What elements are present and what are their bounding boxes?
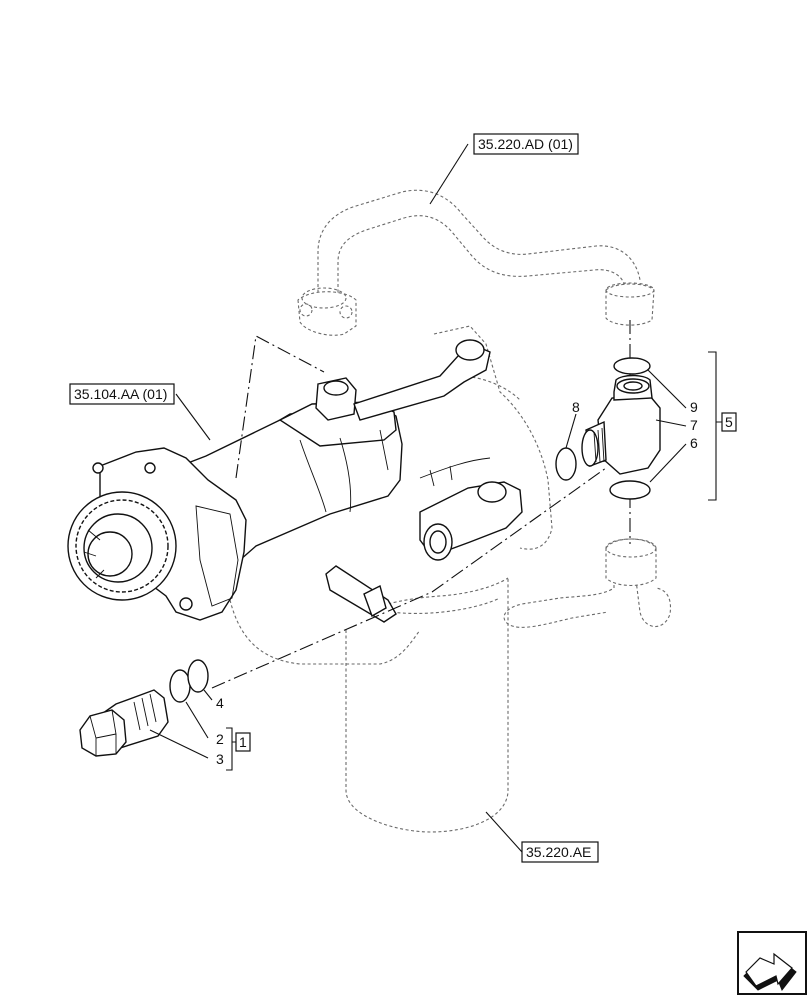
next-page-arrow-icon[interactable] [737,931,807,995]
banjo-bolt-ghost-b [339,305,353,319]
banjo-fitting-top-ghost [301,287,347,309]
center-lines [211,320,631,689]
leader-c7 [655,419,687,427]
plug-assembly [79,659,209,757]
pump-return-tube-end [455,339,485,361]
pump-return-tube [353,345,491,421]
leader-c3 [149,729,209,759]
leader-ref-bottom [485,811,523,853]
leader-ref-left [175,393,211,441]
pipe-nut-lower-ghost [605,538,657,587]
callout-6: 6 [690,435,698,451]
kit-left-label: 1 [239,734,247,750]
kit-right-label: 5 [725,414,733,430]
tee-fitting-threads [593,427,605,463]
callout-4: 4 [216,695,224,711]
o-ring-4 [187,659,209,693]
plug-threads [133,693,157,731]
item-callouts: 2 3 4 6 7 8 9 1 5 [216,399,737,767]
o-ring-2 [169,669,191,703]
pump-top-boss [323,380,349,396]
o-ring-8 [555,447,577,481]
reference-labels: 35.220.AD (01) 35.104.AA (01) 35.220.AE [69,133,599,863]
leader-lines [149,143,722,853]
flange-bolt-c [92,462,104,474]
kit-left-box [235,732,251,752]
tee-fitting-body [597,395,661,475]
pipe-nut-lower-top-ghost [605,538,657,558]
ref-left-label: 35.104.AA (01) [74,386,167,402]
banjo-bolt-ghost-a [299,303,313,317]
leader-c6 [649,443,687,483]
pump-feed-hose [325,565,397,623]
leader-c8 [565,413,577,449]
o-ring-6 [609,480,651,500]
pump-housing-lines [299,429,389,513]
drive-gear [67,491,177,601]
ref-bottom-box [521,841,599,863]
ref-top-box [473,133,579,155]
leader-c4 [203,689,213,701]
ref-bottom-label: 35.220.AE [526,844,591,860]
centerline-side-fitting [211,467,607,689]
callout-9: 9 [690,399,698,415]
callout-2: 2 [216,731,224,747]
kit-bracket-right [708,351,722,501]
tee-fitting-assembly [555,357,661,500]
pipe-nut-right-top-ghost [605,282,655,298]
hose-clamp [363,584,387,618]
callout-7: 7 [690,417,698,433]
banjo-fitting-ghost [297,291,357,336]
o-ring-9 [613,357,651,375]
leader-c9 [647,369,687,409]
lower-pipe-ghost [503,574,672,628]
leader-c2 [185,701,209,739]
pump-cover-lines [419,457,491,487]
plug-hex-edges [89,709,117,756]
ref-left-box [69,383,175,405]
pump-side-fitting-top [477,481,507,503]
kit-bracket-left [226,727,236,771]
filter-canister-ghost [345,578,509,833]
upper-pipe-ghost [317,189,641,298]
kit-right-box [721,412,737,432]
tee-fitting-side-port [581,429,599,467]
pump-side-fitting-port-inner [429,530,447,554]
flange-bolt-b [144,462,156,474]
leader-ref-top [429,143,469,205]
injection-pump [67,339,523,623]
flange-bolt-a [179,597,193,611]
plug-hex-head [79,709,127,757]
pump-flange-detail [195,505,239,607]
pipe-nut-right-ghost [605,283,655,326]
callout-3: 3 [216,751,224,767]
tee-fitting-top-port-inner [623,381,643,391]
ref-top-label: 35.220.AD (01) [478,136,573,152]
callout-8: 8 [572,399,580,415]
centerline-pump-top [235,335,325,479]
